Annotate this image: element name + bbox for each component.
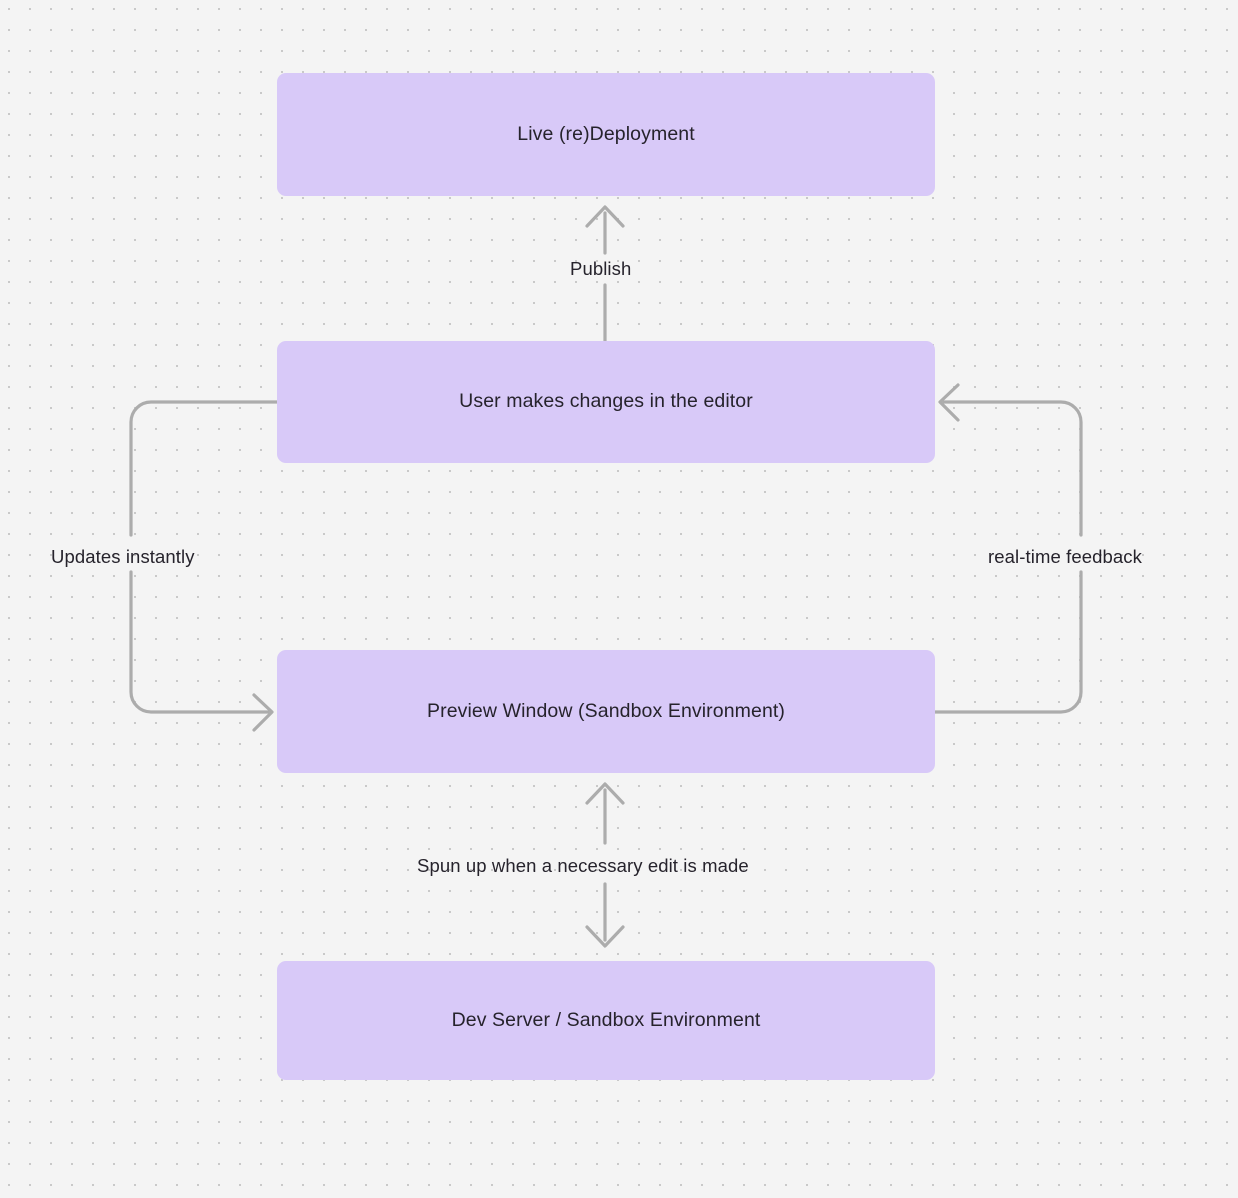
edge-label-publish: Publish — [570, 258, 632, 279]
edge-realtime-segment-upper — [942, 400, 1083, 537]
edge-realtime — [933, 383, 1083, 714]
edge-spun-arrowhead-down — [585, 925, 625, 948]
edge-spun-arrowhead-up — [585, 782, 625, 805]
node-live-redeployment-label: Live (re)Deployment — [517, 122, 695, 145]
edge-updates — [129, 400, 279, 732]
edge-publish — [585, 205, 625, 343]
node-user-makes-changes-label: User makes changes in the editor — [459, 390, 753, 413]
edge-updates-arrowhead — [252, 693, 274, 732]
node-preview-window[interactable]: Preview Window (Sandbox Environment) — [277, 650, 935, 773]
node-dev-server[interactable]: Dev Server / Sandbox Environment — [277, 961, 935, 1080]
edge-label-spun-up: Spun up when a necessary edit is made — [417, 855, 749, 876]
edge-updates-segment-upper — [129, 400, 279, 537]
edge-label-updates-instantly: Updates instantly — [51, 546, 195, 567]
edge-realtime-segment-lower — [933, 570, 1083, 714]
node-dev-server-label: Dev Server / Sandbox Environment — [451, 1008, 761, 1031]
edge-realtime-arrowhead — [938, 383, 960, 422]
edge-spun — [585, 782, 625, 948]
edge-label-real-time-feedback: real-time feedback — [988, 546, 1142, 567]
edge-updates-segment-lower — [129, 570, 270, 714]
node-preview-window-label: Preview Window (Sandbox Environment) — [427, 699, 785, 722]
edge-publish-arrowhead — [585, 205, 625, 228]
node-live-redeployment[interactable]: Live (re)Deployment — [277, 73, 935, 196]
node-user-makes-changes[interactable]: User makes changes in the editor — [277, 341, 935, 463]
